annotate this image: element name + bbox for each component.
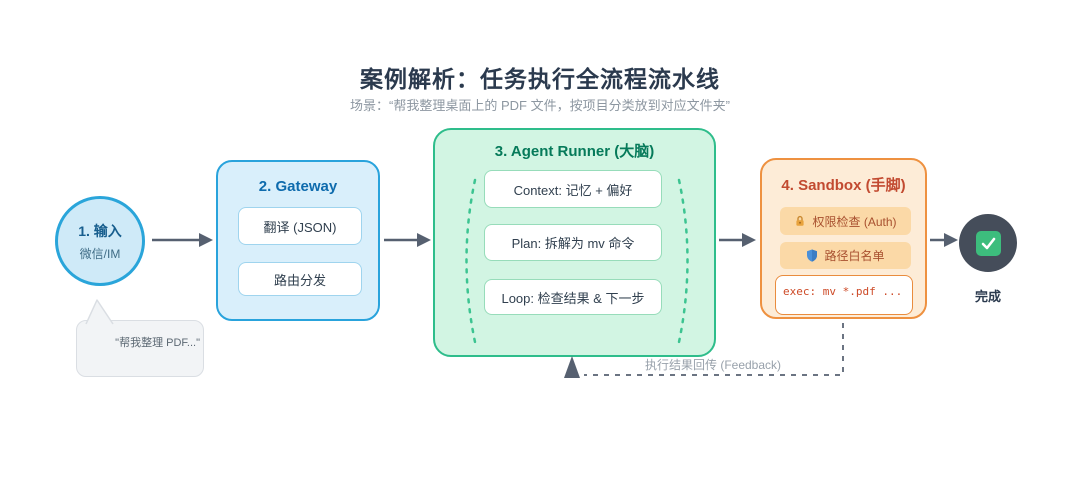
agent-item-context: Context: 记忆 + 偏好 — [484, 170, 662, 208]
page-subtitle: 场景：“帮我整理桌面上的 PDF 文件，按项目分类放到对应文件夹” — [350, 98, 730, 113]
lock-icon — [796, 215, 805, 226]
speech-bubble-tail — [85, 299, 114, 325]
node-agent-runner: 3. Agent Runner (大脑) Context: 记忆 + 偏好 Pl… — [433, 128, 716, 357]
sandbox-check-whitelist: 路径白名单 — [780, 242, 911, 269]
speech-bubble: "帮我整理 PDF..." — [76, 320, 204, 377]
shield-icon — [807, 249, 818, 262]
node-agent-runner-title: 3. Agent Runner (大脑) — [494, 143, 655, 160]
node-sandbox: 4. Sandbox (手脚) 权限检查 (Auth) 路径白名单 exec: … — [760, 158, 927, 319]
gateway-item-translate: 翻译 (JSON) — [238, 207, 362, 245]
node-input-title: 1. 输入 — [78, 222, 122, 239]
agent-item-loop: Loop: 检查结果 & 下一步 — [484, 279, 662, 315]
agent-item-plan: Plan: 拆解为 mv 命令 — [484, 224, 662, 261]
feedback-arrow-label: 执行结果回传 (Feedback) — [645, 358, 782, 372]
speech-bubble-text: "帮我整理 PDF..." — [115, 337, 200, 349]
node-input-subtitle: 微信/IM — [79, 246, 121, 261]
node-done — [959, 214, 1017, 272]
gateway-item-route: 路由分发 — [238, 262, 362, 296]
node-sandbox-title: 4. Sandbox (手脚) — [781, 177, 906, 194]
page-title: 案例解析：任务执行全流程流水线 — [360, 66, 720, 92]
sandbox-check-whitelist-label: 路径白名单 — [824, 249, 885, 263]
sandbox-check-auth-label: 权限检查 (Auth) — [812, 214, 897, 229]
check-icon — [975, 230, 1001, 256]
node-input: 1. 输入 微信/IM — [55, 196, 145, 286]
sandbox-check-auth: 权限检查 (Auth) — [780, 207, 911, 235]
node-gateway: 2. Gateway 翻译 (JSON) 路由分发 — [216, 160, 380, 321]
sandbox-exec-command: exec: mv *.pdf ... — [775, 275, 913, 315]
node-done-label: 完成 — [974, 289, 1001, 304]
node-gateway-title: 2. Gateway — [258, 178, 338, 195]
